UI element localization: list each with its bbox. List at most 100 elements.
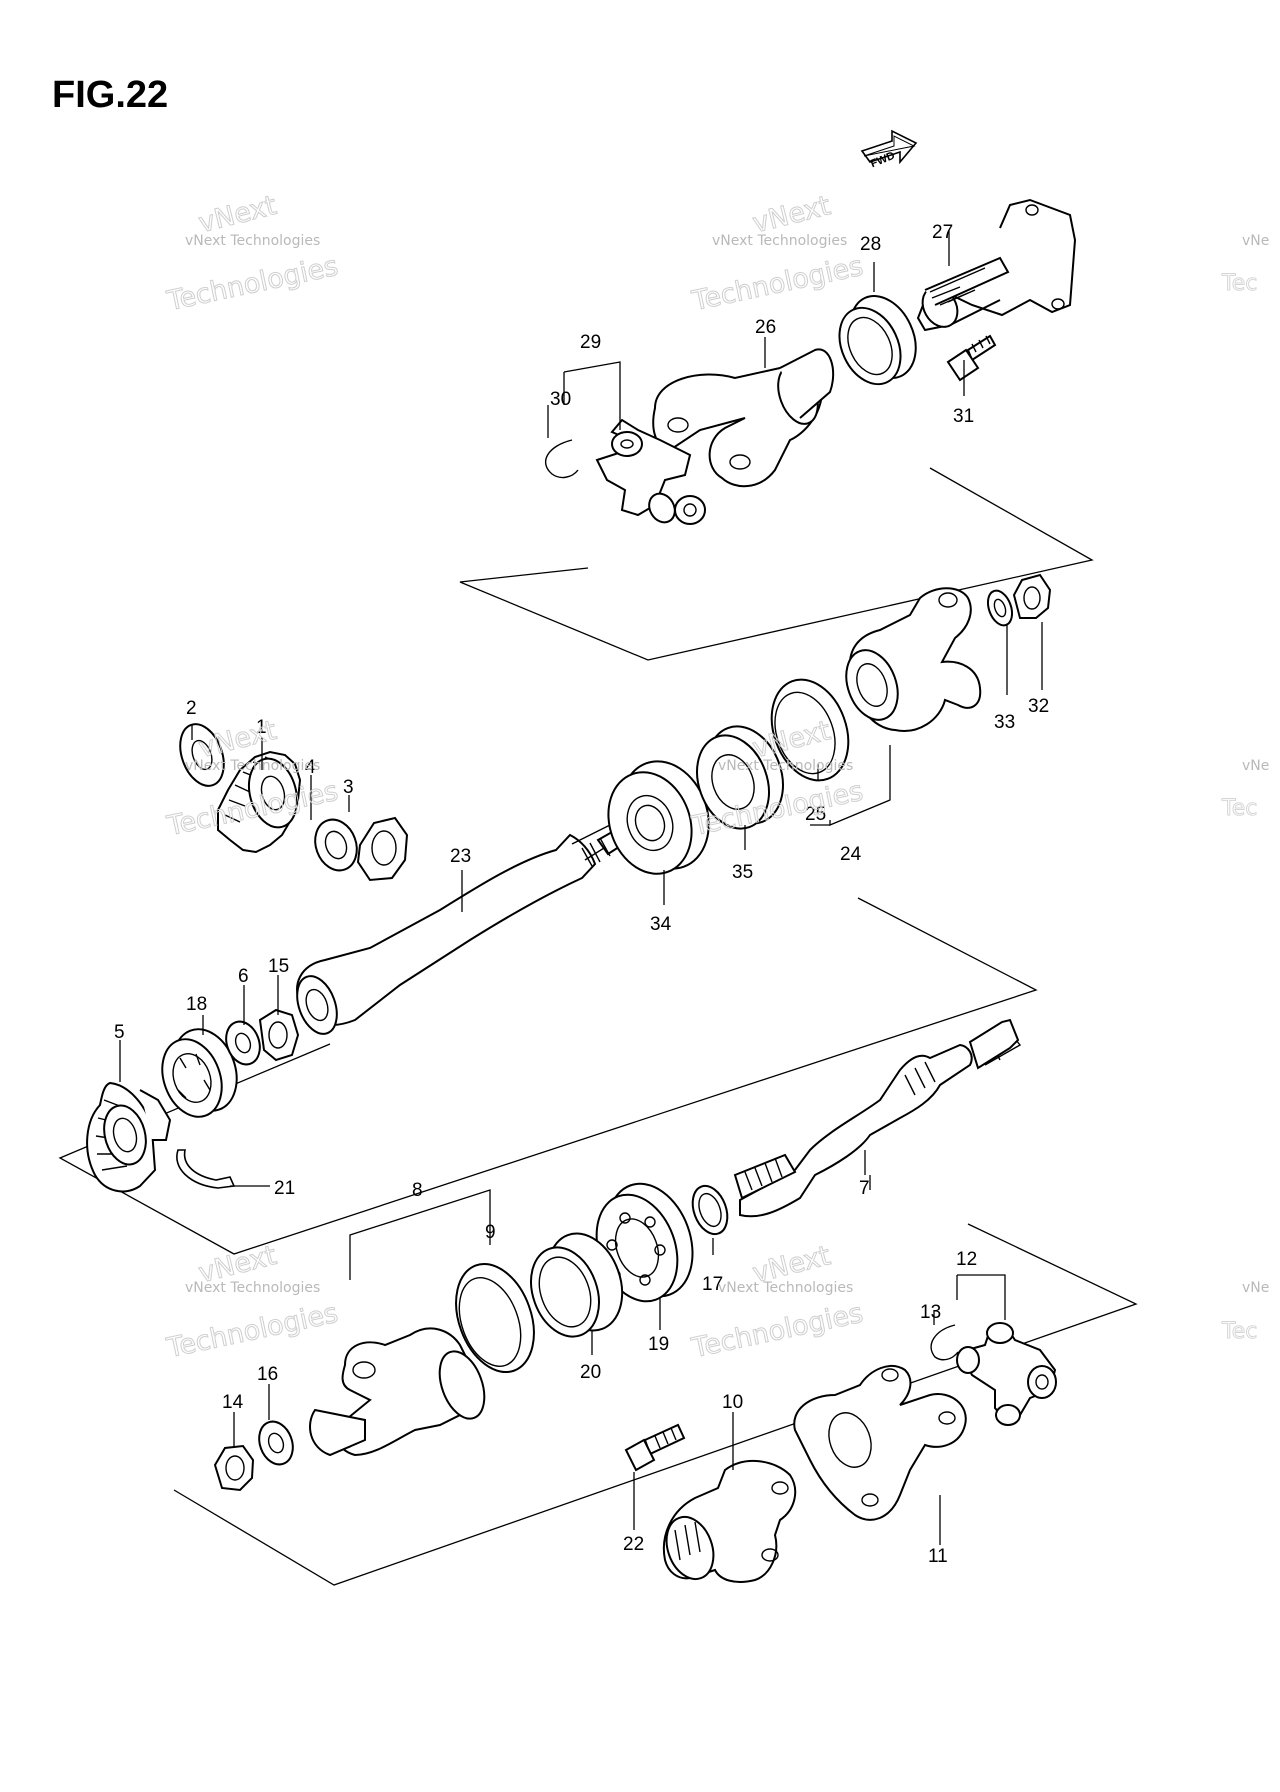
callout-4: 4: [305, 757, 316, 778]
watermark-edge-mid: vNe Tec: [1221, 758, 1270, 822]
callout-labels: 1 2 3 4 5 6 7 8 9 10 11 12 13 14 15 16 1…: [114, 222, 1049, 1567]
bearing-34: [607, 760, 710, 875]
nut-3: [356, 816, 409, 882]
bevel-ring-gear-5: [86, 1081, 172, 1193]
roller-bearing-18: [161, 1028, 238, 1118]
watermark-low-left: vNext vNext Technologies Technologies: [163, 1240, 341, 1365]
watermark-line2: vNext Technologies: [185, 1280, 320, 1296]
callout-34: 34: [650, 914, 672, 935]
callout-3: 3: [343, 777, 354, 798]
callout-10: 10: [722, 1392, 743, 1413]
callout-14: 14: [222, 1392, 244, 1413]
yoke-24: [845, 587, 982, 732]
oil-seal-25: [770, 678, 850, 782]
fwd-arrow-icon: FWD: [860, 129, 918, 170]
callout-33: 33: [994, 712, 1015, 733]
watermark-partial-word: Tec: [1221, 796, 1257, 821]
callout-9: 9: [485, 1222, 496, 1243]
watermark-edge-low: vNe Tec: [1221, 1280, 1270, 1345]
watermark-partial-word: Tec: [1221, 1319, 1257, 1344]
washer-2: [179, 723, 225, 787]
watermark-edge-top: vNe Tec: [1221, 233, 1270, 297]
nut-14: [213, 1444, 255, 1492]
spider-29: [595, 418, 706, 525]
washer-4: [314, 818, 358, 872]
callout-32: 32: [1028, 696, 1049, 717]
watermark-line2: vNext Technologies: [718, 758, 853, 774]
washer-6: [225, 1020, 261, 1066]
ring-17: [691, 1184, 729, 1236]
leader-lines: [119, 230, 1043, 1545]
watermark-low-center: vNext vNext Technologies Technologies: [688, 1240, 866, 1365]
callout-5: 5: [114, 1022, 125, 1043]
watermark-top-center: vNext vNext Technologies Technologies: [688, 190, 866, 318]
watermark-line3: Technologies: [164, 251, 341, 318]
watermark-line3: Technologies: [689, 251, 866, 318]
callout-16: 16: [257, 1364, 278, 1385]
callout-30: 30: [550, 389, 571, 410]
callout-20: 20: [580, 1362, 601, 1383]
watermark-line2: vNext Technologies: [718, 1280, 853, 1296]
bolt-22: [624, 1423, 686, 1472]
callout-31: 31: [953, 406, 974, 427]
callout-13: 13: [920, 1302, 941, 1323]
washer-33: [986, 589, 1014, 627]
frame-upper-shaft: [459, 467, 1094, 661]
callout-22: 22: [623, 1534, 644, 1555]
yoke-8: [309, 1327, 486, 1457]
watermark-partial-line: vNe: [1242, 758, 1269, 774]
snap-ring-13: [930, 1324, 959, 1361]
nut-15: [258, 1008, 300, 1062]
watermark-line2: vNext Technologies: [712, 233, 847, 249]
assembly-frames: [58, 467, 1138, 1586]
circlip-21: [176, 1149, 236, 1189]
snap-ring-30: [545, 439, 579, 479]
watermark-partial-word: Tec: [1221, 271, 1257, 296]
callout-15: 15: [268, 956, 289, 977]
callout-17: 17: [702, 1274, 723, 1295]
callout-7: 7: [859, 1178, 870, 1199]
watermark-partial-line: vNe: [1242, 1280, 1269, 1296]
bolt-31: [946, 334, 997, 382]
callout-26: 26: [755, 317, 776, 338]
flange-10: [662, 1459, 797, 1583]
watermark-line1: vNext: [196, 190, 280, 239]
callout-12: 12: [956, 1249, 977, 1270]
callout-18: 18: [186, 994, 207, 1015]
bevel-gear-1: [217, 750, 302, 854]
spacer-20: [530, 1232, 624, 1338]
callout-21: 21: [274, 1178, 295, 1199]
callout-2: 2: [186, 698, 197, 719]
callout-28: 28: [860, 234, 881, 255]
watermark-line3: Technologies: [164, 1298, 341, 1365]
callout-25: 25: [805, 804, 826, 825]
callout-19: 19: [648, 1334, 669, 1355]
yoke-11: [793, 1365, 967, 1521]
oil-seal-9: [455, 1262, 535, 1374]
bearing-35: [696, 725, 784, 830]
yoke-26: [652, 348, 835, 488]
oil-seal-28: [838, 295, 917, 386]
watermark-line3: Technologies: [689, 1298, 866, 1365]
nut-32: [1012, 573, 1052, 619]
callout-24: 24: [840, 844, 862, 865]
frame-lower-shaft: [173, 1223, 1138, 1586]
callout-6: 6: [238, 966, 249, 987]
spider-12: [956, 1322, 1057, 1426]
figure-title: FIG.22: [52, 74, 169, 116]
callout-23: 23: [450, 846, 471, 867]
flange-shaft-27: [916, 198, 1077, 332]
callout-29: 29: [580, 332, 601, 353]
washer-16: [258, 1420, 294, 1466]
shaft-23: [296, 824, 624, 1035]
callout-11: 11: [928, 1546, 948, 1567]
callout-35: 35: [732, 862, 753, 883]
watermark-line2: vNext Technologies: [185, 233, 320, 249]
callout-8: 8: [412, 1180, 423, 1201]
callout-27: 27: [932, 222, 953, 243]
watermark-top-left: vNext vNext Technologies Technologies: [163, 190, 341, 318]
watermark-partial-line: vNe: [1242, 233, 1269, 249]
watermark-line2: vNext Technologies: [185, 758, 320, 774]
